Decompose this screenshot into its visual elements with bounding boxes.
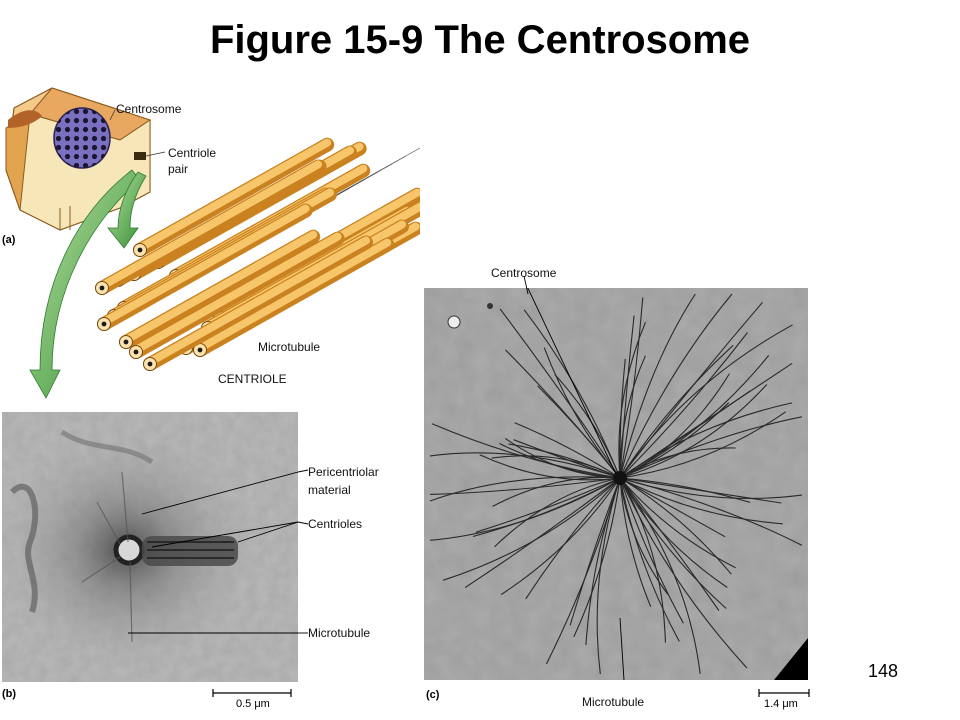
green-arrow-large (29, 169, 141, 399)
microtubule-ray (619, 390, 751, 479)
microtubule-ray (619, 477, 727, 609)
panel-b-micrograph (2, 412, 298, 682)
microtubule-ray (619, 477, 748, 669)
centriole-structure (113, 534, 238, 566)
microtubule-ray (619, 477, 751, 503)
tube-lumen (137, 247, 143, 253)
microtubule-ray (619, 477, 732, 575)
label-microtubule-b: Microtubule (308, 626, 371, 640)
microtubule-ray (491, 455, 621, 479)
microtubule-ray (499, 308, 621, 479)
microtubule-ray (619, 297, 644, 479)
microtubule-ray (619, 373, 730, 479)
panel-c-letter: (c) (426, 689, 440, 701)
tube-highlight (122, 230, 318, 344)
microtubule-ray (619, 477, 720, 611)
label-pericentriolar-2: material (308, 483, 351, 497)
microtubule-ray (619, 477, 736, 569)
microtubule-ray (499, 443, 621, 479)
centriole-pair-marker (134, 152, 146, 160)
microtubule-ray (475, 477, 621, 533)
scale-bar-c (758, 689, 810, 697)
microtubule-ray (479, 454, 621, 481)
microtubule-ray (472, 477, 621, 538)
microtubule-ray (619, 384, 768, 479)
microtubule-ray (619, 402, 730, 479)
tube-highlight (98, 160, 322, 290)
tube-highlight (196, 238, 392, 352)
label-pericentriolar-1: Pericentriolar (308, 465, 379, 479)
microtubule-ray (569, 477, 621, 626)
microtubule-ray (500, 477, 621, 596)
panel-a-illustration (5, 87, 420, 399)
microtubule-ray (619, 477, 684, 624)
tube-highlight (132, 232, 342, 354)
microtubule-ray (619, 416, 803, 479)
microtubule-rays (429, 293, 803, 675)
microtubule-ray (619, 293, 696, 479)
tube-lumen (123, 339, 129, 345)
microtubule-ray (492, 476, 621, 507)
microtubule-ray (619, 358, 626, 479)
microtubule-ray (431, 423, 621, 479)
centrosome-core (613, 471, 627, 485)
microtubule-ray (505, 349, 621, 479)
tube-lumen (133, 349, 139, 355)
microtubule-ray (619, 477, 669, 595)
microtubule-ray (619, 477, 666, 643)
centriole-tubes (95, 137, 420, 371)
page-number: 148 (868, 661, 899, 681)
microtubule-ray (525, 477, 621, 600)
label-centrosome-c: Centrosome (491, 266, 557, 280)
microtubule-ray (619, 477, 803, 499)
tube-highlight (100, 204, 310, 326)
microtubule-ray (619, 411, 787, 479)
panel-b-letter: (b) (2, 688, 17, 700)
microtubule-ray (619, 477, 726, 538)
leader-centrosome-ext (523, 276, 529, 294)
microtubule-ray (514, 422, 621, 479)
tube-lumen (99, 285, 105, 291)
green-arrow-small (107, 171, 147, 249)
leader-centrosome-c (527, 288, 617, 475)
microtubule-ray (596, 477, 621, 675)
label-centrioles-b: Centrioles (308, 517, 363, 531)
microtubule-ray (619, 344, 734, 479)
scale-label-b: 0.5 μm (236, 698, 270, 710)
tube-lumen (197, 347, 203, 353)
tube-highlight (136, 138, 332, 252)
page-title: Figure 15-9 The Centrosome (209, 18, 751, 62)
label-centriole-pair-1: Centriole (168, 146, 217, 160)
label-centriole-a: CENTRIOLE (218, 372, 287, 386)
microtubule-ray (619, 293, 733, 479)
microtubule-ray (619, 477, 783, 525)
microtubule-ray (619, 301, 763, 479)
leader-microtubule-c (619, 617, 625, 680)
panel-b-leaders-ext (0, 0, 130, 690)
microtubule-ray (429, 477, 621, 495)
microtubule-ray (494, 477, 621, 548)
tube-lumen (101, 321, 107, 327)
scale-bar-b (212, 689, 292, 697)
microtubule-ray (619, 477, 652, 607)
label-microtubule-a: Microtubule (258, 340, 321, 354)
tube-lumen (147, 361, 153, 367)
panel-c-micrograph (424, 288, 808, 680)
microtubule-ray (619, 332, 748, 479)
microtubule-ray (429, 476, 621, 502)
microtubule-ray (619, 477, 680, 642)
microtubule-ray (619, 315, 635, 479)
tube-highlight (146, 236, 370, 366)
microtubule-ray (585, 477, 621, 646)
microtubule-ray (619, 477, 728, 588)
microtubule-ray (573, 477, 621, 638)
label-centriole-pair-2: pair (168, 162, 189, 176)
microtubule-ray (464, 477, 621, 589)
panel-b-leader-ext (298, 469, 309, 634)
label-centrosome-a: Centrosome (116, 102, 182, 116)
scale-label-c: 1.4 μm (764, 698, 798, 710)
label-microtubule-c: Microtubule (582, 695, 645, 709)
panel-a-letter: (a) (2, 234, 16, 246)
